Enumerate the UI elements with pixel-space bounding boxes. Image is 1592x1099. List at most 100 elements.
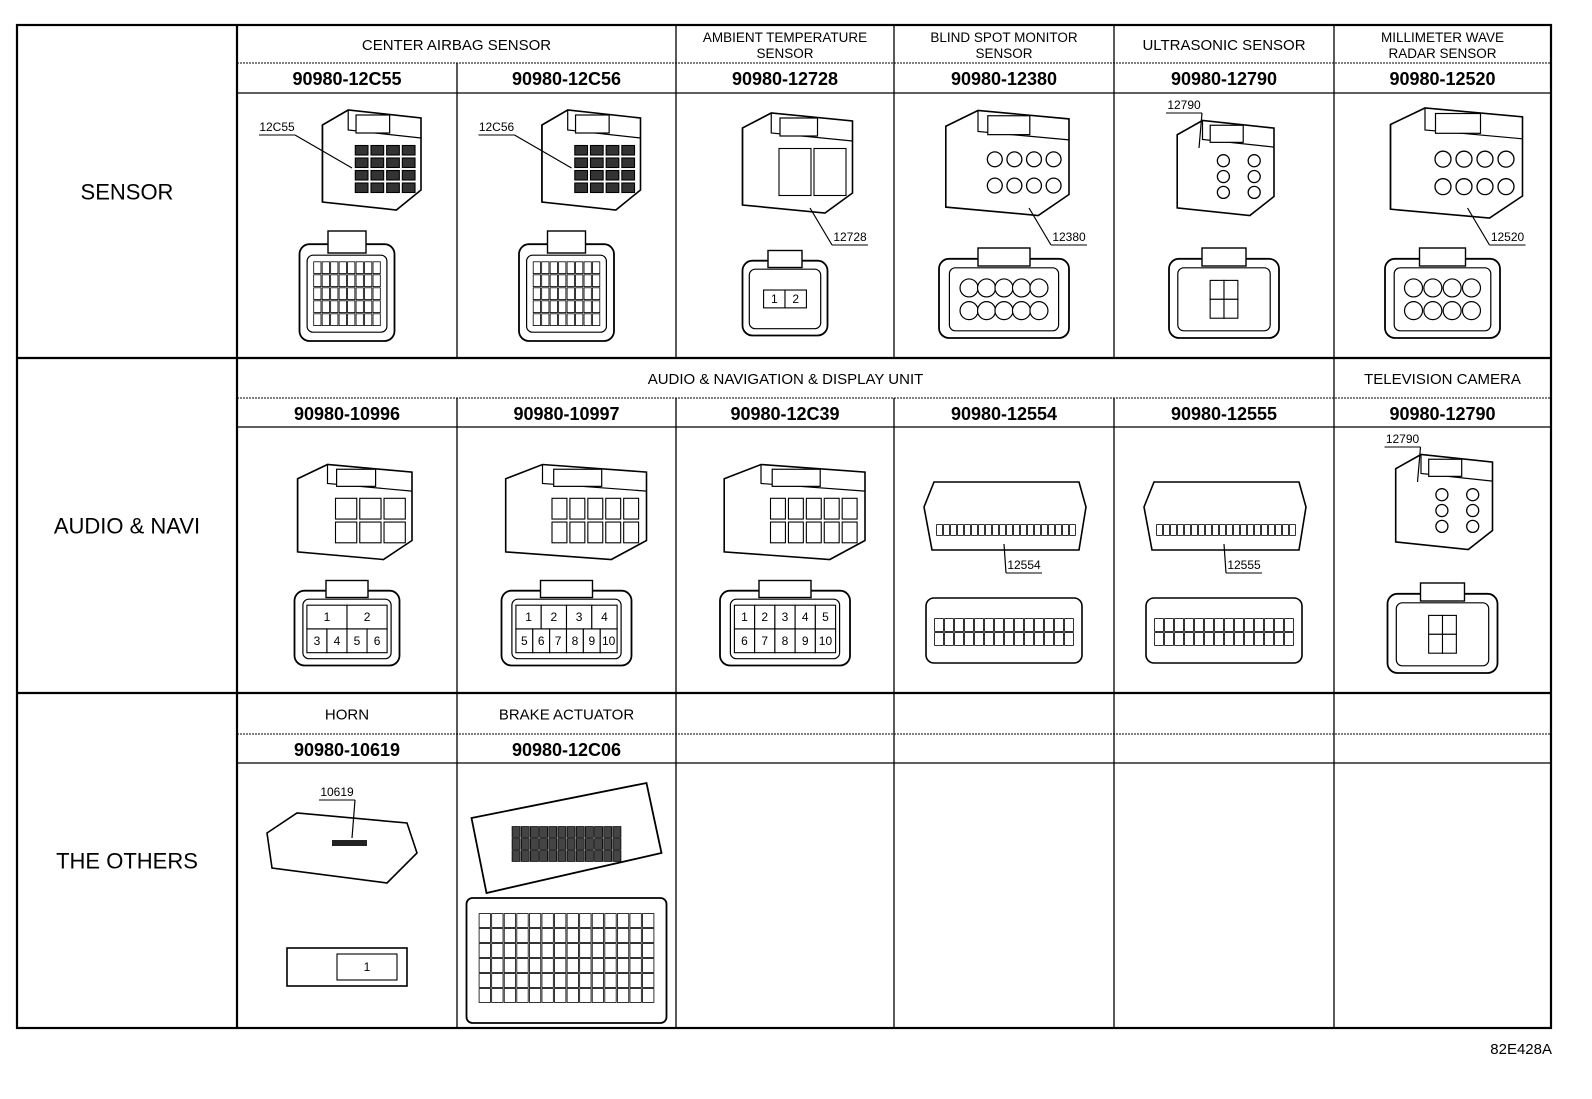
pin-cavity — [1198, 524, 1205, 536]
pin-cavity — [566, 826, 576, 838]
pin-cavity — [579, 913, 592, 928]
pin-cavity — [1274, 632, 1284, 646]
pin-number: 3 — [576, 610, 583, 624]
pin-cavity — [1234, 632, 1244, 646]
pin-cavity — [1254, 524, 1261, 536]
pin-cavity — [503, 958, 517, 973]
pin-cavity — [629, 988, 642, 1003]
face-outline — [1384, 257, 1501, 339]
pin-cavity — [575, 826, 585, 838]
pin-cavity — [976, 278, 997, 298]
pin-cavity — [1184, 524, 1191, 536]
airbag-connector-icon: 12C56 — [478, 109, 642, 342]
pin-cavity — [1216, 154, 1231, 168]
pin-cavity — [364, 287, 373, 300]
pin-cavity — [605, 497, 622, 520]
pin-number: 6 — [538, 634, 545, 648]
table-border — [15, 23, 1553, 1030]
pin-cavity — [1013, 524, 1020, 536]
pin-cavity — [994, 618, 1004, 632]
pin-cavity — [589, 169, 604, 181]
pin-cavity — [1212, 524, 1219, 536]
part-number: 90980-12C56 — [512, 69, 621, 89]
pin-cavity — [386, 182, 400, 194]
face-inner — [1393, 267, 1492, 332]
pin-cavity — [1006, 151, 1023, 168]
pin-cavity — [541, 274, 550, 287]
pin-cavity — [558, 287, 567, 300]
pin-cavity — [1497, 178, 1515, 196]
pin-cavity — [347, 261, 356, 274]
pin-cavity — [1064, 632, 1074, 646]
pin-cavity — [520, 838, 530, 850]
pin-number: 3 — [314, 634, 321, 648]
pin-cavity — [1423, 278, 1443, 298]
pin-cavity — [805, 497, 822, 520]
pin-cavity — [364, 274, 373, 287]
pin-cavity — [1264, 618, 1274, 632]
pin-cavity — [603, 850, 613, 862]
pin-cavity — [355, 313, 364, 326]
pin-cavity — [629, 913, 642, 928]
part-number: 90980-12C06 — [512, 740, 621, 760]
pin-cavity — [1284, 618, 1294, 632]
pin-cavity — [986, 151, 1003, 168]
pin-cavity — [1004, 618, 1014, 632]
pin-cavity — [1219, 524, 1226, 536]
pin-cell — [1223, 279, 1239, 300]
pin-cavity — [944, 632, 954, 646]
pin-cell — [814, 628, 837, 654]
pin-cavity — [604, 928, 617, 943]
pin-cavity — [1184, 618, 1194, 632]
pin-cavity — [566, 988, 579, 1003]
pin-cavity — [1054, 632, 1064, 646]
pin-cavity — [1191, 524, 1198, 536]
pin-cavity — [520, 826, 530, 838]
wide-connector-icon: 12555 — [1143, 481, 1307, 664]
pin-cavity — [1275, 524, 1282, 536]
part-number: 90980-12555 — [1171, 404, 1277, 424]
pin-cavity — [330, 313, 339, 326]
pin-cavity — [1442, 278, 1462, 298]
pin-cavity — [532, 274, 541, 287]
pin-cavity — [532, 313, 541, 326]
pin-cavity — [616, 943, 630, 958]
pin-cavity — [1434, 178, 1452, 196]
pin-cavity — [330, 287, 339, 300]
pin-cavity — [558, 313, 567, 326]
part-number: 90980-12554 — [951, 404, 1057, 424]
pin-cavity — [1184, 632, 1194, 646]
face-inner — [1395, 602, 1490, 667]
pin-cavity — [541, 928, 554, 943]
pin-cavity — [1064, 618, 1074, 632]
pin-cavity — [554, 958, 567, 973]
pin-cavity — [1034, 524, 1041, 536]
pin-cavity — [621, 182, 636, 194]
pin-cavity — [621, 157, 636, 169]
pin-cavity — [355, 274, 364, 287]
face-inner — [729, 598, 841, 660]
pin-cavity — [1466, 503, 1480, 518]
pin-cavity — [583, 300, 592, 313]
pin-cavity — [1233, 524, 1240, 536]
pin-cavity — [548, 838, 558, 850]
pin-cavity — [549, 313, 558, 326]
grid-line — [809, 207, 833, 246]
pin-cavity — [575, 287, 584, 300]
group-title: AUDIO & NAVIGATION & DISPLAY UNIT — [648, 371, 924, 388]
pin-number: 1 — [364, 960, 371, 974]
pin-cavity — [566, 958, 579, 973]
pin-cavity — [976, 301, 997, 321]
pin-cell — [784, 289, 807, 309]
pin-cavity — [554, 943, 567, 958]
pin-number: 2 — [792, 292, 799, 306]
pin-cavity — [372, 300, 381, 313]
pin-number: 6 — [741, 634, 748, 648]
pin-cavity — [616, 913, 630, 928]
pin-cavity — [1214, 632, 1224, 646]
brake-actuator-connector-icon — [465, 781, 668, 1024]
pin-cavity — [957, 524, 964, 536]
grid-line — [1416, 446, 1422, 483]
pin-cavity — [334, 521, 358, 544]
latch — [987, 115, 1031, 136]
